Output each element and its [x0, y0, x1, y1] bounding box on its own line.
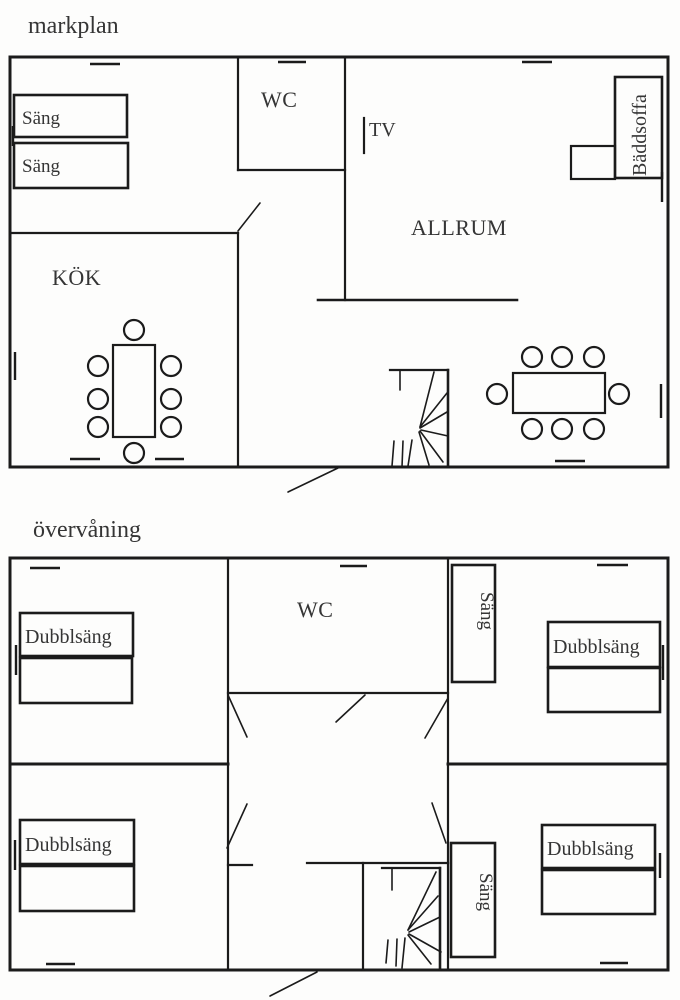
single-bed-ne: Säng [450, 563, 497, 684]
stairs-ground [391, 370, 449, 468]
floor-ground: markplan [8, 13, 670, 493]
bed [449, 841, 497, 959]
tv-group: TV [362, 116, 396, 155]
chair [550, 345, 574, 369]
double-bed-ne: Dubblsäng [546, 620, 662, 714]
window-marks-upper [13, 563, 665, 966]
stair-tread [418, 431, 430, 466]
chair [582, 345, 606, 369]
chair [159, 415, 183, 439]
allrum-dining-set [485, 345, 631, 441]
chair [122, 318, 146, 342]
bed-label: Säng [22, 156, 61, 177]
stair-tread [407, 934, 432, 965]
bed-label: Dubblsäng [25, 626, 112, 648]
kitchen-dining-set [86, 318, 183, 465]
stair-tread [408, 933, 442, 953]
bedroom-se-door-swing [431, 802, 447, 844]
outer-wall-ground [8, 55, 670, 469]
bedroom-ne-door-swing [424, 697, 449, 739]
chair [122, 441, 146, 465]
chair [159, 354, 183, 378]
stair-tread [407, 871, 437, 931]
chair [550, 417, 574, 441]
chair [582, 417, 606, 441]
interior-walls-ground [8, 55, 519, 469]
room-label-wc-upper: WC [297, 597, 333, 622]
tv-label: TV [369, 119, 396, 141]
stair-tread [401, 440, 404, 468]
stairs-upper [385, 868, 442, 969]
stair-tread [407, 895, 439, 931]
bed-foot [546, 666, 662, 714]
chair [86, 415, 110, 439]
stair-tread [407, 439, 413, 467]
allrum-table [511, 371, 607, 415]
floor-title-ground: markplan [28, 13, 119, 39]
bed [450, 563, 497, 684]
room-label-allrum: ALLRUM [411, 215, 507, 240]
door-swings-ground [237, 202, 339, 493]
bed-foot [18, 656, 134, 705]
stair-tread [419, 371, 435, 428]
single-beds-ground: Säng Säng [12, 93, 130, 190]
bedroom-nw-door-swing [227, 694, 248, 738]
stair-tread [408, 916, 441, 933]
sofa-bed-group: Bäddsoffa [569, 75, 664, 181]
floor-upper: övervåning [8, 517, 670, 997]
chair [86, 354, 110, 378]
chair [86, 387, 110, 411]
window-marks-ground [11, 60, 664, 463]
stair-tread [419, 392, 448, 428]
stair-tread [419, 411, 448, 429]
stair-tread [391, 440, 395, 467]
bed-label: Säng [476, 592, 497, 631]
stair-tread [385, 939, 389, 964]
bed-label: Dubblsäng [547, 838, 634, 860]
sofa-bed [613, 75, 664, 180]
bedroom-sw-door-swing [226, 803, 248, 849]
bed-head [18, 611, 135, 658]
door-swings-upper [226, 694, 449, 997]
bed-head [540, 823, 657, 870]
single-bed-s: Säng [449, 841, 497, 959]
side-table [569, 144, 617, 181]
double-bed-nw: Dubblsäng [18, 611, 135, 705]
kitchen-table [111, 343, 157, 439]
chair [607, 382, 631, 406]
bed-head [18, 818, 136, 866]
interior-walls-upper [8, 556, 670, 972]
chair [520, 345, 544, 369]
chair [159, 387, 183, 411]
double-bed-se: Dubblsäng [540, 823, 657, 916]
kitchen-door-swing [237, 202, 261, 232]
bed-label: Dubblsäng [553, 636, 640, 658]
stair-tread [420, 429, 449, 437]
bed-foot [540, 868, 657, 916]
room-label-kok: KÖK [52, 265, 101, 290]
wc-door-swing [335, 694, 366, 723]
bed-foot [18, 864, 136, 913]
bed-label: Säng [22, 108, 61, 129]
bed-label: Dubblsäng [25, 834, 112, 856]
chair [485, 382, 509, 406]
bed-label: Säng [475, 873, 496, 912]
stair-tread [401, 937, 406, 969]
room-label-wc: WC [261, 87, 297, 112]
stair-tread [419, 430, 444, 463]
entrance-door-swing [287, 467, 339, 493]
floor-title-upper: övervåning [33, 517, 141, 543]
bed-sang-2 [12, 141, 130, 190]
bed-sang-1 [12, 93, 129, 139]
stair-landing-door-swing [269, 971, 318, 997]
stair-tread [395, 938, 398, 967]
chair [520, 417, 544, 441]
double-bed-sw: Dubblsäng [18, 818, 136, 913]
sofa-bed-label: Bäddsoffa [629, 94, 651, 176]
